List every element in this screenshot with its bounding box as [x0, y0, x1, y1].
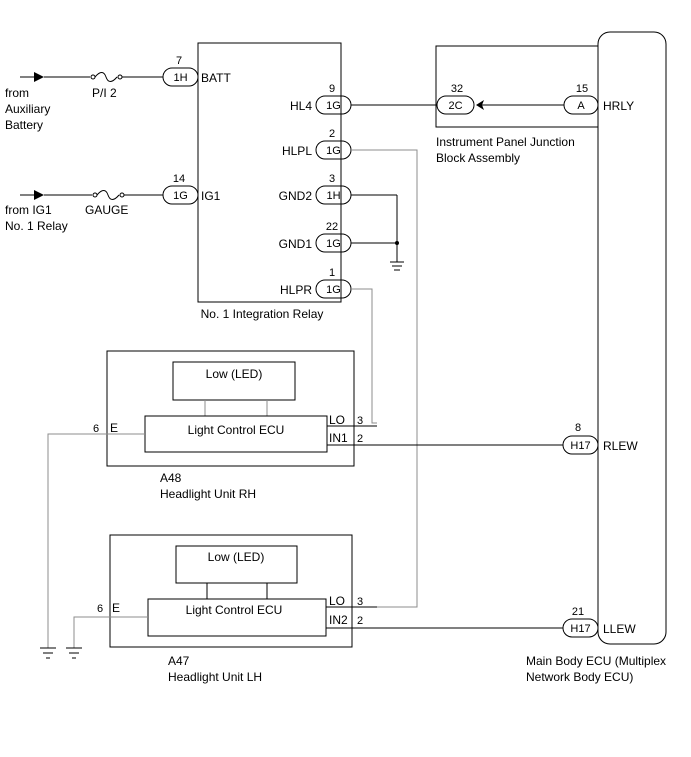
svg-text:HL4: HL4: [290, 99, 312, 113]
svg-text:8: 8: [575, 422, 581, 434]
wire-hlpr: [351, 288, 377, 424]
fuse-gauge: GAUGE: [85, 190, 163, 217]
battery-from-label: from: [5, 86, 29, 100]
wire-rh-ground: [47, 433, 145, 648]
relay-pin-hlpr: HLPR 1 1G: [280, 267, 352, 299]
integration-relay-block: [197, 42, 342, 303]
lh-term-lo: LO: [329, 594, 345, 608]
main-ecu-label-2: Network Body ECU): [526, 670, 633, 684]
rh-pin-e-num: 6: [93, 423, 99, 435]
fuse-pi2-label: P/I 2: [92, 86, 117, 100]
ecu-pin-llew: 21 H17 LLEW: [562, 606, 636, 638]
lh-name: Headlight Unit LH: [168, 670, 262, 684]
svg-text:2: 2: [329, 128, 335, 140]
rh-ecu-label: Light Control ECU: [188, 423, 285, 437]
relay-pin-gnd2: GND2 3 1H: [279, 173, 352, 205]
rh-pin-in1-num: 2: [357, 433, 363, 445]
integration-relay-label: No. 1 Integration Relay: [201, 307, 324, 321]
lh-term-in2: IN2: [329, 613, 348, 627]
relay-pin-hlpl: HLPL 2 1G: [282, 128, 352, 160]
lh-ecu-label: Light Control ECU: [186, 603, 283, 617]
svg-text:3: 3: [329, 173, 335, 185]
relay-ground: [351, 194, 404, 271]
svg-text:1H: 1H: [173, 72, 187, 84]
rh-code: A48: [160, 471, 182, 485]
main-body-ecu-block: [597, 31, 667, 645]
svg-text:BATT: BATT: [201, 71, 231, 85]
headlight-rh-block: [106, 350, 355, 467]
wire-lh-ground: [73, 616, 148, 648]
lh-led-label: Low (LED): [208, 550, 265, 564]
ig1-label-2: No. 1 Relay: [5, 219, 68, 233]
main-ecu-label-1: Main Body ECU (Multiplex: [526, 654, 666, 668]
svg-text:1G: 1G: [173, 190, 188, 202]
svg-text:IG1: IG1: [201, 189, 221, 203]
junction-block-label-1: Instrument Panel Junction: [436, 135, 575, 149]
svg-text:LLEW: LLEW: [603, 622, 636, 636]
svg-text:HLPL: HLPL: [282, 144, 312, 158]
ig1-label-1: from IG1: [5, 203, 52, 217]
lh-pin-e-num: 6: [97, 603, 103, 615]
junction-block: [435, 45, 599, 128]
svg-text:1G: 1G: [326, 100, 341, 112]
relay-pin-batt: 7 1H BATT: [162, 55, 231, 87]
svg-text:1: 1: [329, 267, 335, 279]
battery-label-2: Battery: [5, 118, 43, 132]
svg-text:HLPR: HLPR: [280, 283, 312, 297]
svg-text:A: A: [577, 100, 585, 112]
junction-pin-a: 15 A: [563, 83, 599, 115]
battery-source: from Auxiliary Battery: [5, 72, 90, 132]
rh-term-e: E: [110, 421, 118, 435]
ground-symbol-lh: [66, 647, 82, 659]
svg-text:GND2: GND2: [279, 189, 313, 203]
svg-text:H17: H17: [570, 440, 590, 452]
svg-text:1G: 1G: [326, 284, 341, 296]
rh-name: Headlight Unit RH: [160, 487, 256, 501]
ground-symbol-rh: [40, 647, 56, 659]
svg-text:14: 14: [173, 173, 185, 185]
relay-pin-ig1: 14 1G IG1: [162, 173, 221, 205]
lh-code: A47: [168, 654, 190, 668]
lh-term-e: E: [112, 601, 120, 615]
ecu-term-hrly: HRLY: [603, 99, 634, 113]
svg-text:32: 32: [451, 83, 463, 95]
svg-text:2C: 2C: [448, 100, 462, 112]
ig1-source: from IG1 No. 1 Relay: [5, 190, 92, 233]
fuse-gauge-label: GAUGE: [85, 203, 128, 217]
svg-text:9: 9: [329, 83, 335, 95]
ecu-pin-rlew: 8 H17 RLEW: [562, 422, 638, 455]
svg-text:15: 15: [576, 83, 588, 95]
relay-pin-gnd1: GND1 22 1G: [279, 221, 352, 253]
svg-text:1G: 1G: [326, 238, 341, 250]
junction-pin-2c: 32 2C: [436, 83, 475, 115]
svg-text:GND1: GND1: [279, 237, 313, 251]
svg-text:1G: 1G: [326, 145, 341, 157]
relay-pin-hl4: HL4 9 1G: [290, 83, 352, 115]
junction-block-label-2: Block Assembly: [436, 151, 520, 165]
lh-pin-in2-num: 2: [357, 615, 363, 627]
wire-hlpl: [351, 149, 418, 608]
lh-led-box: [175, 545, 298, 584]
svg-text:1H: 1H: [326, 190, 340, 202]
rh-term-lo: LO: [329, 413, 345, 427]
lh-pin-lo-num: 3: [357, 596, 363, 608]
fuse-pi2: P/I 2: [90, 72, 163, 100]
svg-text:H17: H17: [570, 623, 590, 635]
svg-text:22: 22: [326, 221, 338, 233]
rh-led-box: [172, 361, 296, 401]
rh-pin-lo-num: 3: [357, 415, 363, 427]
svg-text:RLEW: RLEW: [603, 439, 638, 453]
headlight-lh-block: [109, 534, 353, 648]
battery-label-1: Auxiliary: [5, 102, 50, 116]
junction-internal: [476, 100, 564, 110]
rh-term-in1: IN1: [329, 431, 348, 445]
rh-led-label: Low (LED): [206, 367, 263, 381]
svg-text:21: 21: [572, 606, 584, 618]
svg-text:7: 7: [176, 55, 182, 67]
